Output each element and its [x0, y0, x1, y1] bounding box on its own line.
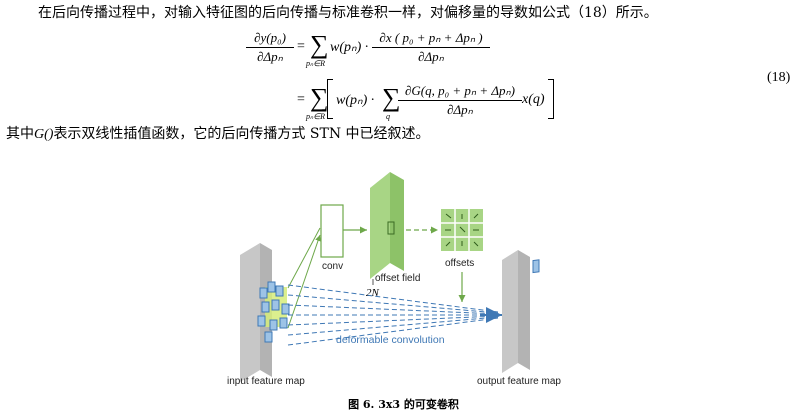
- conv-box: [320, 204, 344, 258]
- offset-field-shape: [370, 172, 390, 279]
- paragraph2-post: 表示双线性插值函数，它的后向传播方式 STN 中已经叙述。: [53, 126, 430, 142]
- sum-1-subscript: pₙ∈R: [306, 59, 326, 68]
- rhs2-numerator: ∂G(q, p₀ + pₙ + Δpₙ): [404, 83, 516, 98]
- lhs-fraction: ∂y(p₀) ∂Δpₙ: [246, 30, 294, 65]
- weight-term-2: w(pₙ) ·: [336, 93, 375, 108]
- rhs1-denominator: ∂Δpₙ: [418, 49, 444, 64]
- output-pixel: [532, 259, 540, 274]
- equals-1: =: [297, 39, 305, 54]
- figure-caption: 图 6. 3x3 的可变卷积: [348, 398, 459, 411]
- sum-symbol-3: ∑: [382, 83, 401, 112]
- offsets-label: offsets: [445, 258, 474, 269]
- output-feature-map-label: output feature map: [477, 376, 561, 387]
- paragraph-backprop: 在后向传播过程中，对输入特征图的后向传播与标准卷积一样，对偏移量的导数如公式（1…: [38, 5, 658, 21]
- equals-2: =: [297, 92, 305, 107]
- input-feature-map-label: input feature map: [227, 376, 305, 387]
- conv-label: conv: [322, 261, 343, 272]
- paragraph-bilinear: 其中G()表示双线性插值函数，它的后向传播方式 STN 中已经叙述。: [6, 125, 430, 144]
- projection-lines: [287, 284, 499, 346]
- left-bracket: [327, 79, 333, 119]
- offsets-grid: [441, 209, 483, 251]
- sum-2-subscript: pₙ∈R: [306, 112, 326, 121]
- sampling-points: [257, 281, 290, 343]
- output-feature-map-shape: [502, 250, 518, 373]
- equation-number: (18): [767, 70, 791, 85]
- rhs1-numerator: ∂x ( p₀ + pₙ + Δpₙ ): [379, 30, 483, 45]
- input-feature-map-shape: [240, 243, 260, 382]
- deformable-conv-figure: conv offset field 2N offsets: [227, 172, 561, 387]
- twoN-label: 2N: [366, 287, 380, 299]
- sum-symbol-1: ∑: [310, 30, 329, 59]
- paragraph2-pre: 其中: [6, 126, 34, 142]
- paragraph2-math-G: G(): [34, 127, 54, 142]
- x-of-q: x(q): [522, 92, 545, 107]
- sum-symbol-2: ∑: [310, 83, 329, 112]
- lhs-denominator: ∂Δpₙ: [257, 49, 283, 64]
- offset-field-label: offset field: [375, 273, 420, 284]
- lhs-numerator: ∂y(p₀): [254, 30, 286, 45]
- rhs2-fraction: ∂G(q, p₀ + pₙ + Δpₙ) ∂Δpₙ: [398, 83, 522, 118]
- rhs1-fraction: ∂x ( p₀ + pₙ + Δpₙ ) ∂Δpₙ: [372, 30, 490, 65]
- deformable-convolution-label: deformable convolution: [336, 334, 445, 346]
- right-bracket: [548, 79, 554, 119]
- sum-3-subscript: q: [386, 112, 390, 121]
- weight-term-1: w(pₙ) ·: [330, 40, 369, 55]
- rhs2-denominator: ∂Δpₙ: [447, 102, 473, 117]
